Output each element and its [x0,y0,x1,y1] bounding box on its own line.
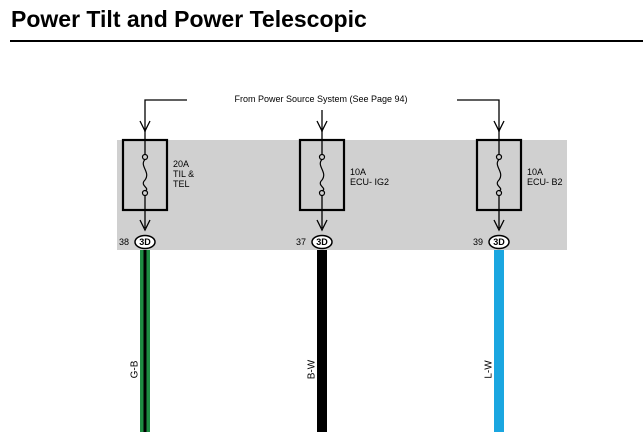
page-title: Power Tilt and Power Telescopic [11,6,367,32]
fuse-element [496,159,502,192]
fuse-label-ecu-b2: 10A ECU- B2 [527,167,563,187]
connector-oval-39 [488,234,510,250]
fuse-name-line: ECU- IG2 [350,177,390,187]
pin-number: 39 [473,237,484,247]
pin-number: 37 [296,237,307,247]
connector-oval-38 [134,234,156,250]
fuse-label-til-tel: 20A TIL & TEL [173,159,194,189]
wire-label-g-b: G-B [129,360,141,379]
source-label: From Power Source System (See Page 94) [234,94,408,104]
fuse-amp: 10A [527,167,544,177]
fuse-element [142,159,148,192]
fuse-element [319,159,325,192]
connector-code: 3D [139,237,151,247]
fuse-amp: 10A [350,167,367,177]
fuse-til-tel [121,131,169,232]
wire-b-w [317,250,327,432]
fuse-name-line: TIL & [173,169,195,179]
connector-oval-37 [311,234,333,250]
wire-label-l-w: L-W [483,360,495,379]
feed-line-right [457,99,500,132]
wire-label-b-w: B-W [306,359,318,380]
fuse-label-ecu-ig2: 10A ECU- IG2 [350,167,389,187]
source-feed-lines [144,99,500,132]
connector-code: 3D [316,237,328,247]
pin-number: 38 [119,237,130,247]
wire-l-w [494,250,504,432]
connector-code: 3D [493,237,505,247]
junction-block [117,140,567,250]
fuse-ecu-b2 [475,131,523,232]
feed-line-left [144,99,187,132]
fuse-ecu-ig2 [298,131,346,232]
fuse-name-line: ECU- B2 [527,177,563,187]
fuse-amp: 20A [173,159,190,169]
wire-g-b [140,250,150,432]
fuse-name-line: TEL [173,179,190,189]
connector-ovals [134,234,510,250]
title-divider [10,40,643,42]
